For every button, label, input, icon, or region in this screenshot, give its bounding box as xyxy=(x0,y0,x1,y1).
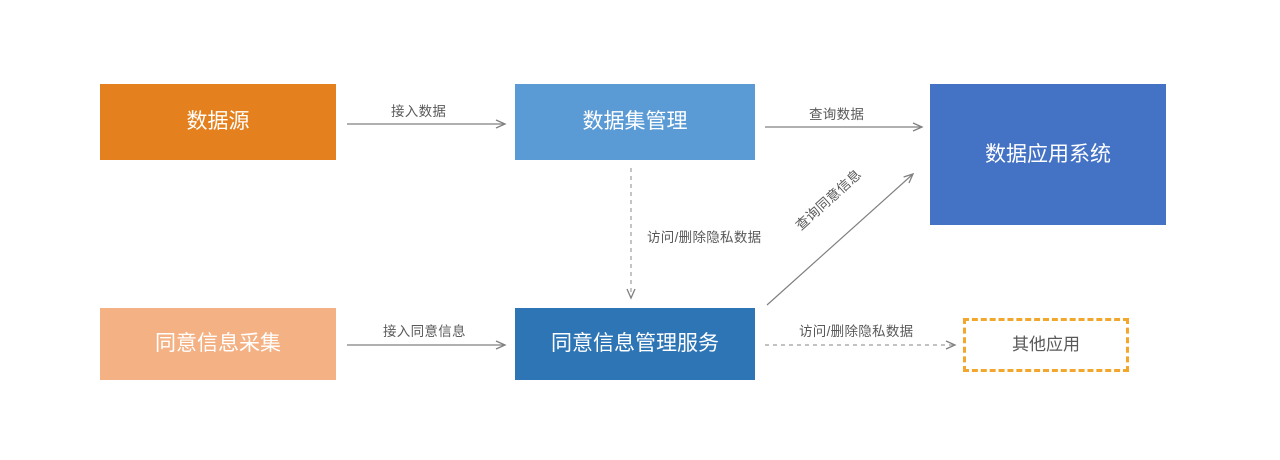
node-consent-management-service-label: 同意信息管理服务 xyxy=(551,332,719,356)
edge-label-query-data: 查询数据 xyxy=(809,107,865,122)
node-data-application-system[interactable]: 数据应用系统 xyxy=(930,84,1166,225)
edge-label-ingest-consent-info: 接入同意信息 xyxy=(383,324,466,339)
edge-label-access-delete-private-data-top: 访问/删除隐私数据 xyxy=(647,230,762,245)
node-dataset-management[interactable]: 数据集管理 xyxy=(515,84,755,160)
node-data-source-label: 数据源 xyxy=(186,110,250,134)
node-consent-management-service[interactable]: 同意信息管理服务 xyxy=(515,308,755,380)
node-data-source[interactable]: 数据源 xyxy=(100,84,336,160)
node-consent-collection[interactable]: 同意信息采集 xyxy=(100,308,336,380)
edge-label-query-consent-info: 查询同意信息 xyxy=(792,166,865,234)
node-data-application-system-label: 数据应用系统 xyxy=(985,142,1111,166)
node-other-applications[interactable]: 其他应用 xyxy=(963,318,1129,372)
edge-label-ingest-data: 接入数据 xyxy=(391,104,447,119)
node-consent-collection-label: 同意信息采集 xyxy=(155,332,281,356)
edge-label-access-delete-private-data-bottom: 访问/删除隐私数据 xyxy=(799,324,914,339)
node-other-applications-label: 其他应用 xyxy=(1012,334,1080,354)
node-dataset-management-label: 数据集管理 xyxy=(582,110,688,134)
